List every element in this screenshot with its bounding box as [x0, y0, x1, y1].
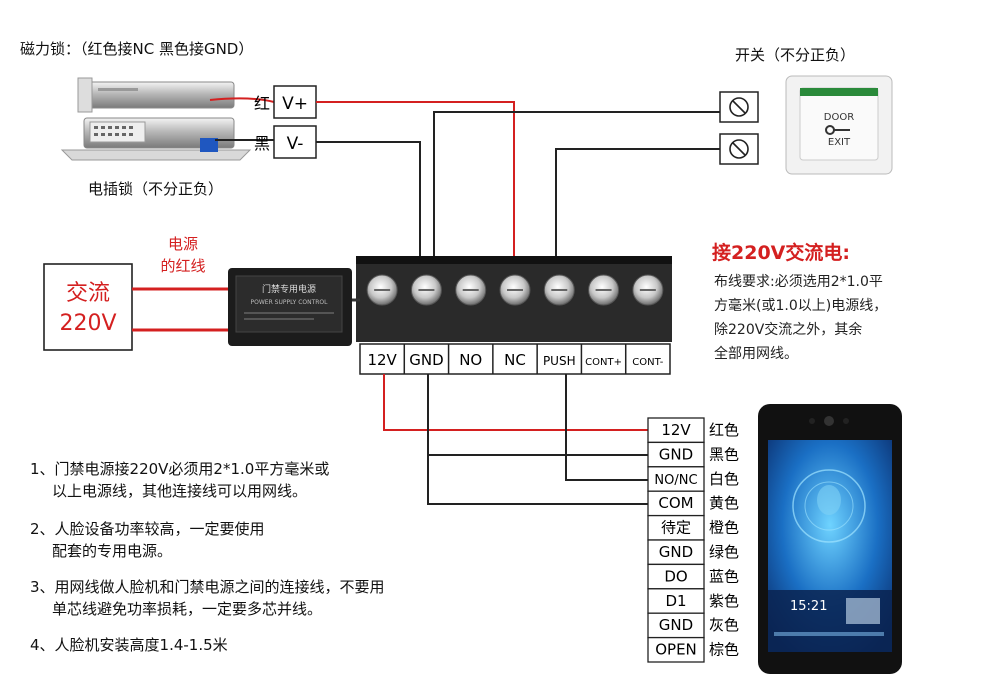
req-line-2: 方毫米(或1.0以上)电源线， — [714, 298, 888, 314]
exit-button-image: DOOR EXIT — [785, 75, 893, 175]
pin-wire-color: 蓝色 — [709, 567, 739, 585]
plug-lock-title: 电插锁（不分正负） — [88, 180, 224, 198]
note-3-line-1: 3、用网线做人脸机和门禁电源之间的连接线，不要用 — [30, 578, 385, 596]
switch-title: 开关（不分正负） — [735, 46, 856, 64]
pin-wire-color: 黄色 — [709, 494, 739, 512]
req-line-4: 全部用网线。 — [714, 346, 798, 362]
black-wire-label: 黑 — [254, 134, 270, 153]
pin-box — [647, 514, 705, 541]
pin-wire-color: 棕色 — [709, 641, 739, 659]
face-recognition-device: 15:21 — [758, 404, 902, 674]
vminus-label: V- — [287, 134, 304, 154]
source-red-line-2: 的红线 — [160, 257, 205, 275]
req-line-3: 除220V交流之外，其余 — [714, 322, 863, 338]
pin-wire-color: 绿色 — [709, 543, 739, 561]
terminal-screws — [366, 274, 664, 306]
exit-text: EXIT — [828, 137, 851, 148]
power-supply-module: 门禁专用电源 POWER SUPPLY CONTROL — [228, 268, 352, 346]
device-time: 15:21 — [790, 599, 827, 614]
pin-box — [647, 636, 705, 663]
note-1: 1、门禁电源接220V必须用2*1.0平方毫米或 以上电源线，其他连接线可以用网… — [30, 458, 329, 502]
req-line-1: 布线要求:必须选用2*1.0平 — [714, 274, 883, 290]
ac-220v-box — [43, 263, 133, 351]
pin-box — [647, 563, 705, 590]
ac-requirement-text: 布线要求:必须选用2*1.0平 方毫米(或1.0以上)电源线， 除220V交流之… — [714, 270, 887, 366]
pin-box — [647, 612, 705, 639]
note-4-line-1: 4、人脸机安装高度1.4-1.5米 — [30, 636, 228, 654]
terminal-label-strip — [359, 343, 671, 375]
red-wire-label: 红 — [254, 94, 270, 113]
terminal-label: NO — [459, 351, 482, 369]
terminal-label: PUSH — [543, 354, 576, 368]
pin-box — [647, 417, 705, 444]
note-2: 2、人脸设备功率较高，一定要使用 配套的专用电源。 — [30, 518, 265, 562]
note-1-line-1: 1、门禁电源接220V必须用2*1.0平方毫米或 — [30, 460, 330, 478]
pin-label: D1 — [665, 592, 686, 610]
pin-label: OPEN — [655, 641, 697, 659]
module-subtitle: POWER SUPPLY CONTROL — [251, 299, 329, 306]
ac-label-1: 交流 — [66, 281, 110, 306]
terminal-label: NC — [504, 351, 526, 369]
pin-wire-color: 白色 — [709, 470, 739, 488]
pin-wire-color: 灰色 — [709, 616, 739, 634]
terminal-label: 12V — [367, 351, 397, 369]
pin-label: GND — [659, 616, 693, 634]
note-2-line-2: 配套的专用电源。 — [52, 542, 173, 560]
pin-label: COM — [658, 494, 693, 512]
magnetic-lock-image — [77, 77, 235, 113]
ac-requirement-title: 接220V交流电: — [712, 242, 850, 264]
pin-box — [647, 539, 705, 566]
pin-label: 待定 — [661, 519, 691, 537]
module-title: 门禁专用电源 — [262, 283, 316, 295]
pin-label: DO — [664, 567, 687, 585]
maglock-title: 磁力锁：（红色接NC 黑色接GND） — [20, 40, 254, 58]
note-3-line-2: 单芯线避免功率损耗，一定要多芯并线。 — [52, 600, 323, 618]
vplus-label: V+ — [282, 94, 308, 114]
ac-label-2: 220V — [59, 311, 116, 336]
terminal-label: CONT+ — [585, 357, 622, 368]
terminal-label: GND — [409, 351, 443, 369]
note-1-line-2: 以上电源线，其他连接线可以用网线。 — [52, 482, 308, 500]
pin-wire-color: 黑色 — [709, 445, 739, 463]
note-3: 3、用网线做人脸机和门禁电源之间的连接线，不要用 单芯线避免功率损耗，一定要多芯… — [30, 576, 385, 620]
pin-label: GND — [659, 445, 693, 463]
note-2-line-1: 2、人脸设备功率较高，一定要使用 — [30, 520, 265, 538]
pin-box — [647, 490, 705, 517]
pin-label: GND — [659, 543, 693, 561]
terminal-label: CONT- — [632, 357, 664, 368]
door-text: DOOR — [824, 112, 854, 123]
pin-label: 12V — [661, 421, 691, 439]
note-4: 4、人脸机安装高度1.4-1.5米 — [30, 634, 228, 656]
source-red-line-1: 电源 — [168, 235, 198, 253]
plug-lock-image — [60, 117, 252, 161]
pin-wire-color: 橙色 — [709, 519, 739, 537]
pin-wire-color: 红色 — [709, 421, 739, 439]
pin-box — [647, 466, 705, 492]
pin-label: NO/NC — [654, 473, 697, 488]
pin-wire-color: 紫色 — [709, 592, 739, 610]
